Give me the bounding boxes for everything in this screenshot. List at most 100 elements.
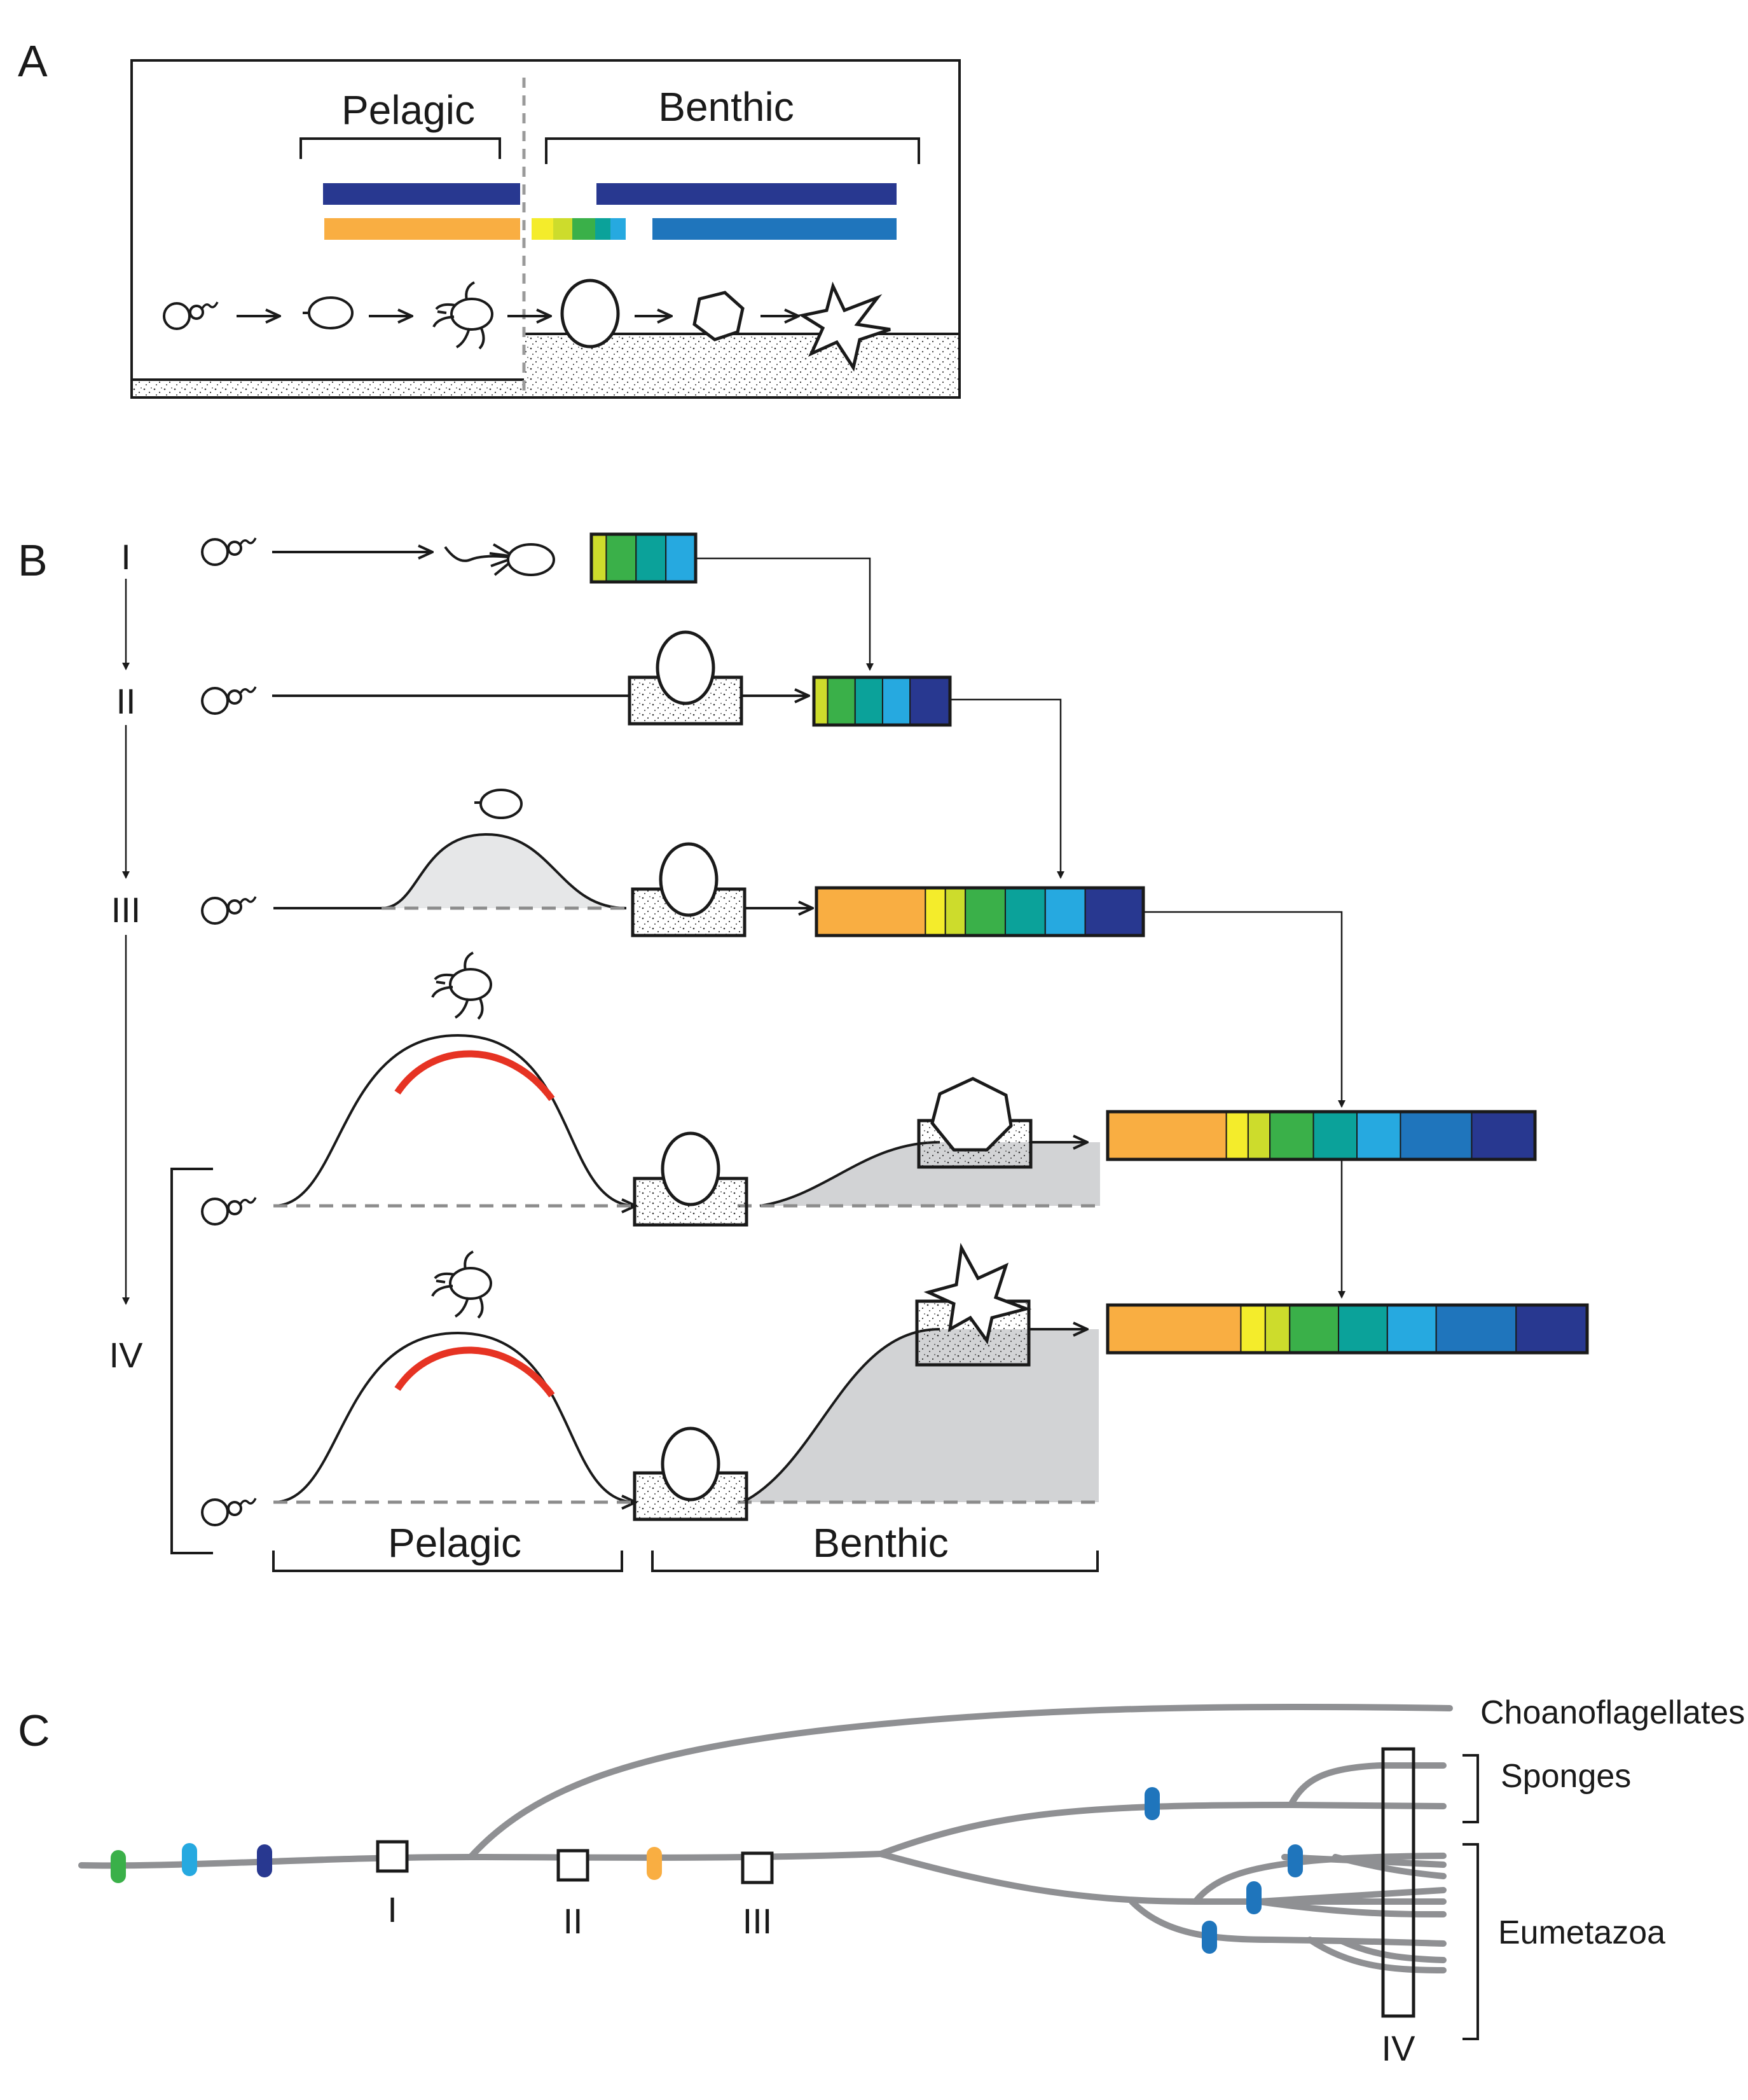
gene-marker-blue-eum-1	[1288, 1844, 1303, 1877]
sponge-stem	[877, 1802, 1294, 1857]
gene-segment-yellow	[1225, 1111, 1249, 1160]
gene-segment-navy	[1515, 1304, 1588, 1353]
egg-icon-row-4b	[663, 1428, 719, 1500]
star-icon	[798, 281, 891, 372]
panel-b-label: B	[18, 535, 48, 585]
gene-segment-green	[965, 887, 1006, 936]
larva-bug-icon-row-4a	[431, 951, 492, 1020]
choanoflagellates-label: Choanoflagellates	[1480, 1694, 1745, 1731]
gene-segment-sky	[1044, 887, 1086, 936]
gradient-lime	[553, 218, 572, 240]
sperm-icon-row-2	[201, 686, 257, 715]
sponges-bracket	[1462, 1754, 1479, 1823]
gene-bar-stage-4a	[1106, 1110, 1537, 1161]
star-icon-row-4b	[923, 1243, 1032, 1344]
gene-segment-lime	[1264, 1304, 1291, 1353]
node-label-iii: III	[743, 1901, 773, 1941]
connector-2-3	[950, 698, 1064, 879]
connector-3-4a	[1143, 911, 1345, 1108]
gene-segment-teal	[1338, 1304, 1388, 1353]
gradient-teal	[595, 218, 610, 240]
panel-b: I II III IV	[109, 532, 1589, 1572]
sperm-icon	[163, 301, 219, 330]
gene-bar-frame	[1106, 1303, 1589, 1355]
gene-bar-frame	[1106, 1110, 1537, 1161]
blue-bar-benthic	[652, 218, 897, 240]
node-box-i	[376, 1840, 409, 1873]
gene-segment-green	[605, 534, 637, 583]
gene-segment-teal	[1312, 1111, 1358, 1160]
panel-a-benthic-bracket	[545, 137, 920, 164]
gene-marker-blue-eum-3	[1202, 1921, 1217, 1954]
node-box-iii	[741, 1851, 774, 1884]
panel-b-benthic-label: Benthic	[813, 1520, 948, 1566]
ciliated-larva-icon	[308, 296, 354, 329]
navy-bar-pelagic	[323, 183, 520, 205]
panel-a-pelagic-label: Pelagic	[341, 87, 475, 133]
connector-1-2	[696, 557, 874, 671]
gene-segment-orange	[1107, 1111, 1227, 1160]
gene-segment-orange	[816, 887, 926, 936]
gene-segment-lime	[813, 677, 829, 726]
red-arc-row-4a	[394, 1050, 555, 1102]
hexagon-icon-row-4a	[930, 1077, 1013, 1152]
gene-segment-navy	[1084, 887, 1144, 936]
pelagic-curve-row-4a	[273, 1033, 636, 1206]
gene-segment-green	[1269, 1111, 1314, 1160]
larva-bug-icon-row-4b	[431, 1250, 492, 1319]
gradient-green	[572, 218, 595, 240]
egg-icon-row-4a	[663, 1133, 719, 1205]
gene-marker-blue-sponge	[1145, 1787, 1160, 1820]
gene-segment-teal	[1004, 887, 1046, 936]
panel-a-frame	[130, 59, 961, 399]
gene-segment-green	[1289, 1304, 1340, 1353]
panel-a: Pelagic Benthic	[130, 59, 961, 399]
crown-box-iv	[1381, 1747, 1415, 2018]
sperm-icon-row-3	[201, 895, 257, 925]
panel-b-benthic-bracket	[651, 1551, 1099, 1572]
sperm-icon-row-4b	[201, 1497, 257, 1526]
gene-segment-yellow	[1240, 1304, 1266, 1353]
stage-label-iii: III	[111, 890, 141, 930]
larva-icon-row-3	[479, 789, 523, 819]
gene-marker-orange	[647, 1847, 662, 1880]
gene-segment-teal	[635, 534, 667, 583]
panel-a-label: A	[18, 36, 48, 86]
gene-marker-sky	[182, 1843, 197, 1876]
gene-segment-navy	[1471, 1111, 1536, 1160]
sperm-icon-row-1	[201, 537, 257, 566]
node-box-ii	[556, 1849, 589, 1882]
node-label-iv: IV	[1382, 2028, 1416, 2068]
eumetazoa-stem	[877, 1851, 1447, 1905]
flagellate-icon	[444, 543, 555, 576]
gene-segment-lime	[944, 887, 967, 936]
gene-bar-frame	[812, 675, 952, 727]
panel-a-benthic-label: Benthic	[658, 84, 794, 130]
gene-marker-green	[111, 1850, 126, 1883]
eumetazoa-label: Eumetazoa	[1498, 1914, 1665, 1951]
gene-segment-yellow	[925, 887, 946, 936]
sperm-icon-row-4a	[201, 1196, 257, 1226]
arthropod-larva-icon	[432, 281, 493, 350]
gene-segment-green	[827, 677, 856, 726]
sponges-label: Sponges	[1501, 1758, 1631, 1795]
stage-iv-bracket	[170, 1168, 213, 1554]
panel-c-tree: I II III IV Choanoflagellates Sponges Eu…	[78, 1694, 1745, 2068]
egg-icon-row-2	[657, 632, 713, 703]
gene-marker-navy	[257, 1844, 272, 1877]
pelagic-curve-row-4b	[273, 1331, 636, 1502]
gene-segment-lime	[591, 534, 607, 583]
gene-segment-lime	[1247, 1111, 1271, 1160]
gene-segment-orange	[1107, 1304, 1242, 1353]
gradient-sky	[610, 218, 626, 240]
stage-label-ii: II	[116, 681, 135, 721]
panel-b-pelagic-bracket	[272, 1551, 623, 1572]
gene-segment-sky	[1386, 1304, 1437, 1353]
panel-b-pelagic-label: Pelagic	[388, 1520, 521, 1566]
stage-label-i: I	[121, 537, 131, 577]
choanoflagellate-branch	[467, 1703, 1453, 1860]
gradient-yellow	[532, 218, 553, 240]
gene-segment-sky	[665, 534, 696, 583]
gene-segment-teal	[854, 677, 883, 726]
node-label-ii: II	[563, 1901, 582, 1941]
